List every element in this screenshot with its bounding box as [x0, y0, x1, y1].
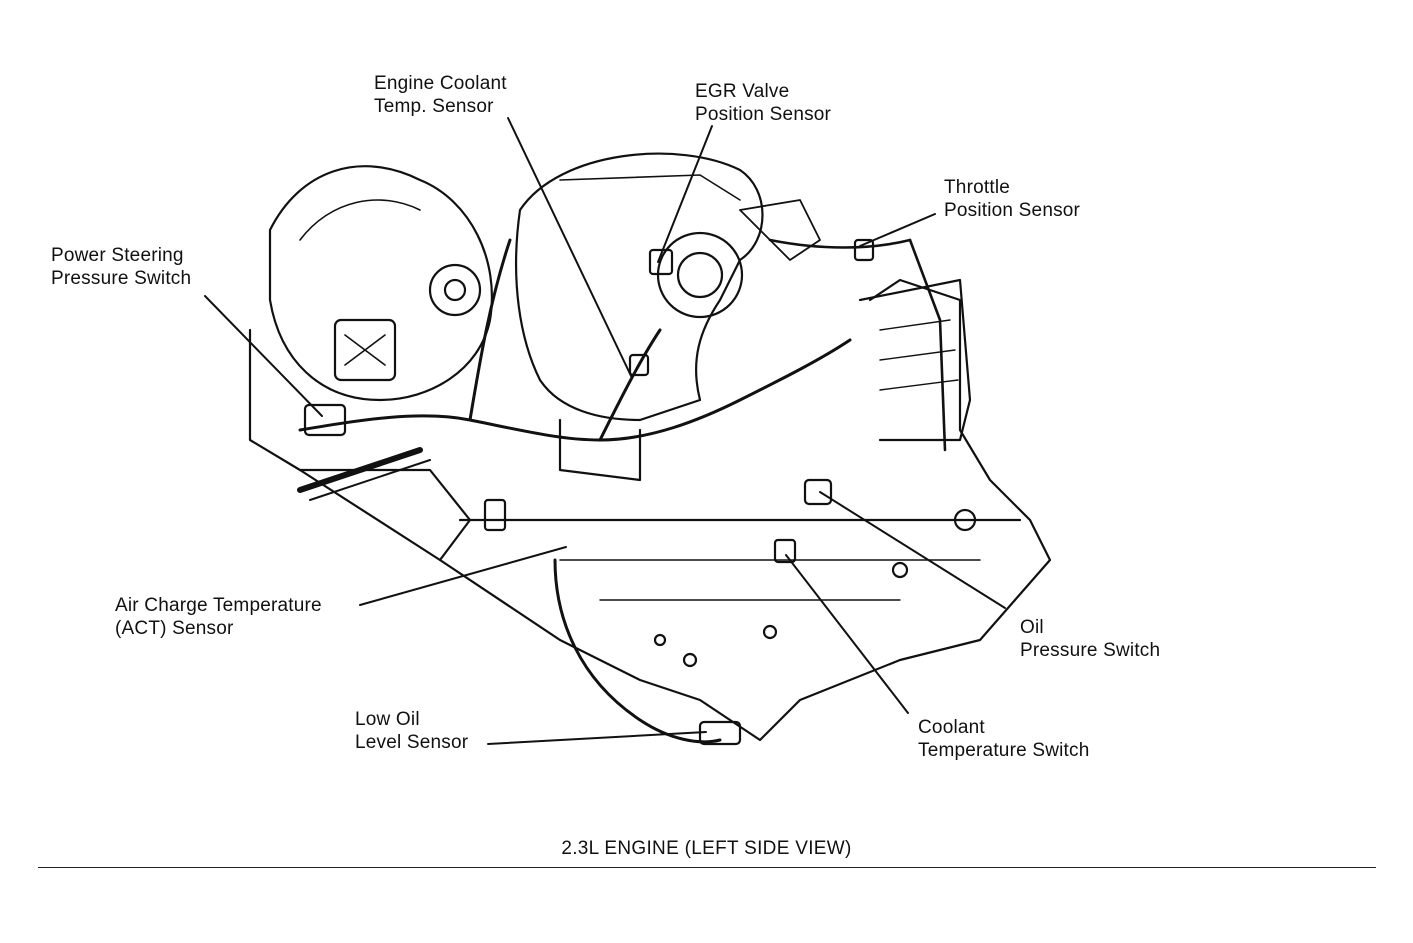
- diagram-caption: 2.3L ENGINE (LEFT SIDE VIEW): [561, 838, 852, 859]
- engine-coolant-temp-sensor-line1: Engine Coolant: [374, 73, 507, 94]
- power-steering-pressure-switch-label: Power Steering Pressure Switch: [51, 244, 191, 290]
- air-charge-temperature-sensor-label: Air Charge Temperature (ACT) Sensor: [115, 594, 322, 640]
- air-charge-temperature-sensor-line2: (ACT) Sensor: [115, 618, 234, 639]
- throttle-position-sensor-line2: Position Sensor: [944, 200, 1081, 221]
- coolant-temperature-switch-label: Coolant Temperature Switch: [918, 716, 1090, 762]
- low-oil-level-sensor-line2: Level Sensor: [355, 732, 469, 753]
- oil-pressure-switch-line2: Pressure Switch: [1020, 640, 1161, 661]
- low-oil-level-sensor-label: Low Oil Level Sensor: [355, 708, 468, 754]
- throttle-position-sensor-line1: Throttle: [944, 177, 1011, 198]
- caption-divider: [38, 867, 1376, 868]
- power-steering-pressure-switch-line1: Power Steering: [51, 245, 184, 266]
- low-oil-level-sensor-line1: Low Oil: [355, 709, 420, 730]
- engine-coolant-temp-sensor-label: Engine Coolant Temp. Sensor: [374, 72, 507, 118]
- egr-valve-position-sensor-label: EGR Valve Position Sensor: [695, 80, 831, 126]
- oil-pressure-switch-label: Oil Pressure Switch: [1020, 616, 1160, 662]
- egr-valve-position-sensor-line1: EGR Valve: [695, 81, 790, 102]
- power-steering-pressure-switch-line2: Pressure Switch: [51, 268, 192, 289]
- oil-pressure-switch-line1: Oil: [1020, 617, 1044, 638]
- egr-valve-position-sensor-line2: Position Sensor: [695, 104, 832, 125]
- coolant-temperature-switch-line2: Temperature Switch: [918, 740, 1090, 761]
- air-charge-temperature-sensor-line1: Air Charge Temperature: [115, 595, 322, 616]
- coolant-temperature-switch-line1: Coolant: [918, 717, 985, 738]
- throttle-position-sensor-label: Throttle Position Sensor: [944, 176, 1080, 222]
- engine-coolant-temp-sensor-line2: Temp. Sensor: [374, 96, 494, 117]
